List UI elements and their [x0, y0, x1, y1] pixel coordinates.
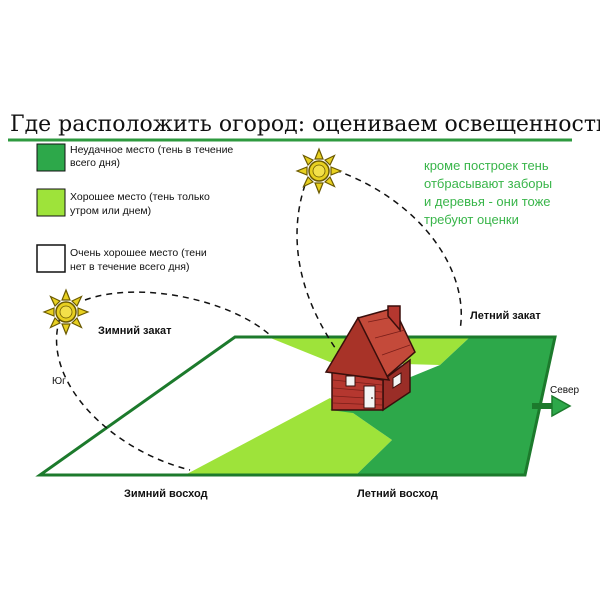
- garden-plot: [35, 335, 557, 477]
- label-south: Юг: [52, 376, 66, 387]
- label-north: Север: [550, 385, 580, 396]
- legend-item-1-line2: всего дня): [70, 157, 120, 169]
- legend-item-2-line1: Хорошее место (тень только: [70, 191, 210, 203]
- plot-outline: [35, 335, 557, 477]
- winter-sunrise-path: [55, 317, 191, 471]
- plot-dark-zone: [330, 337, 555, 475]
- sun-paths: [55, 169, 462, 471]
- page-title: Где расположить огород: оцениваем освеще…: [10, 112, 600, 137]
- north-arrow-icon: [532, 394, 572, 418]
- legend-item-3-line1: Очень хорошее место (тени: [70, 247, 207, 259]
- house-icon: [324, 305, 416, 412]
- note-line-2: отбрасывают заборы: [424, 176, 552, 191]
- winter-sunset-path: [84, 291, 271, 336]
- note: кроме построек тень отбрасывают заборы и…: [424, 158, 552, 227]
- legend-swatch-light-green: [36, 188, 66, 217]
- sun-icon: [295, 147, 343, 195]
- note-line-1: кроме построек тень: [424, 158, 549, 173]
- label-summer-sunrise: Летний восход: [357, 488, 438, 500]
- legend-item-1-line1: Неудачное место (тень в течение: [70, 144, 233, 156]
- label-summer-sunset: Летний закат: [470, 310, 541, 322]
- sun-icon: [42, 288, 90, 336]
- legend-swatch-dark-green: [36, 143, 66, 172]
- legend-item-2-line2: утром или днем): [70, 205, 151, 217]
- note-line-3: и деревья - они тоже: [424, 194, 551, 209]
- plot-light-zone-bottom: [185, 398, 392, 475]
- legend-swatch-white: [36, 244, 66, 273]
- label-winter-sunset: Зимний закат: [98, 325, 172, 337]
- note-line-4: требуют оценки: [424, 212, 519, 227]
- legend-item-3-line2: нет в течение всего дня): [70, 261, 189, 273]
- summer-sunset-path: [334, 169, 462, 331]
- legend: Неудачное место (тень в течение всего дн…: [36, 143, 233, 273]
- label-winter-sunrise: Зимний восход: [124, 488, 208, 500]
